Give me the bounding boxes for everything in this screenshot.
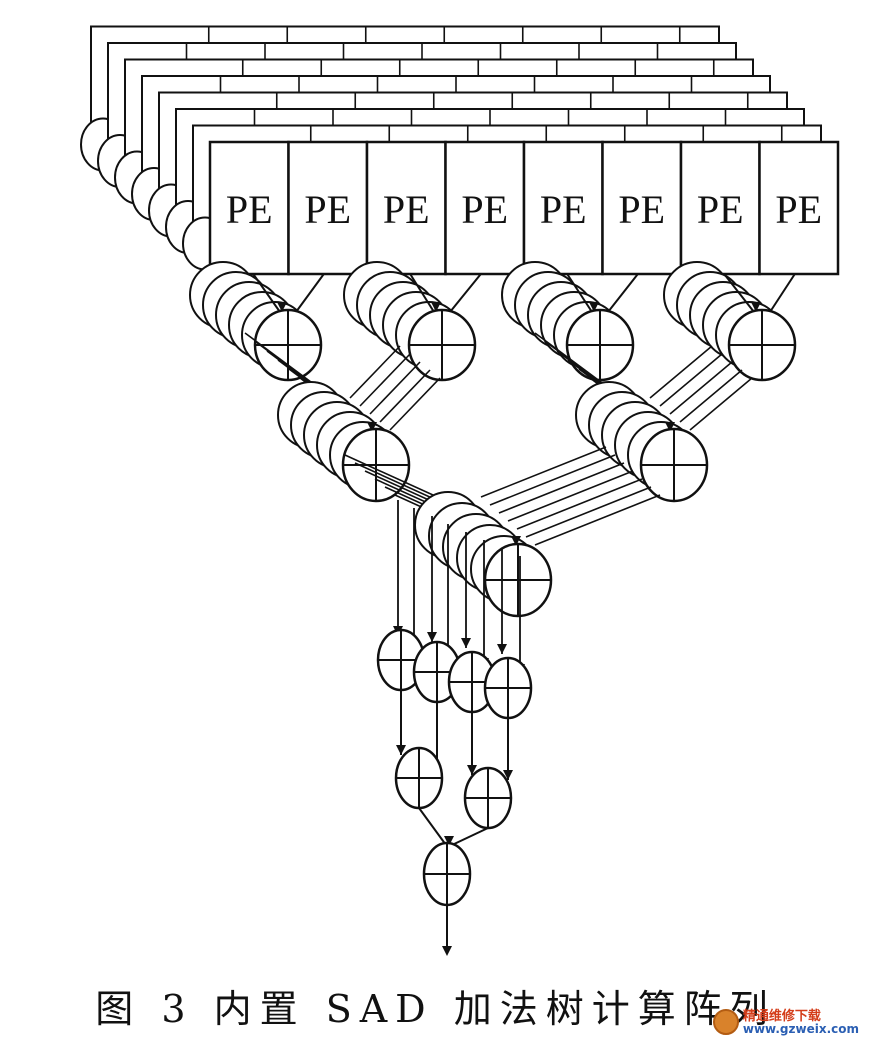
connector-line	[679, 369, 743, 423]
pe-label: PE	[775, 187, 822, 232]
connector-line	[489, 454, 616, 506]
arrowhead-icon	[277, 302, 287, 312]
connector-line	[349, 345, 401, 399]
arrowhead-icon	[511, 536, 521, 546]
pe-cell: PE	[287, 140, 369, 276]
figure-caption: 图 3 内置 SAD 加法树计算阵列	[95, 987, 776, 1031]
connector-line	[451, 827, 489, 846]
adder-final	[422, 841, 472, 907]
pe-array-front: PE PE PE PE PE PE PE PE	[208, 140, 840, 276]
pe-label: PE	[383, 187, 430, 232]
adder-level2	[639, 427, 709, 503]
connector-line	[669, 361, 733, 415]
pe-cell: PE	[365, 140, 447, 276]
connector-line	[723, 273, 755, 313]
pe-label: PE	[461, 187, 508, 232]
pe-box	[365, 140, 447, 276]
watermark-logo-icon	[712, 1009, 739, 1035]
arrowhead-icon	[467, 765, 477, 775]
connector-line	[252, 273, 281, 313]
connector-line	[480, 446, 607, 498]
pe-box	[679, 140, 761, 276]
pe-box	[522, 140, 604, 276]
pe-box	[601, 140, 683, 276]
arrowhead-icon	[431, 302, 441, 312]
pe-label: PE	[540, 187, 587, 232]
output-arrowhead-icon	[442, 946, 452, 956]
pe-box	[758, 140, 840, 276]
pe-label: PE	[618, 187, 665, 232]
arrowhead-icon	[665, 422, 675, 432]
adder-level3	[483, 542, 553, 618]
arrowhead-icon	[497, 644, 507, 654]
connector-line	[418, 807, 447, 846]
pe-cell: PE	[522, 140, 604, 276]
watermark: 精通维修下载 www.gzweix.com	[712, 1008, 859, 1036]
connector-line	[566, 273, 593, 313]
connector-line	[369, 361, 421, 415]
connector-line	[534, 494, 661, 546]
adder-level4	[483, 656, 533, 720]
arrowhead-icon	[367, 422, 377, 432]
pe-cell: PE	[679, 140, 761, 276]
arrowhead-icon	[461, 638, 471, 648]
adder-level1	[565, 308, 635, 382]
pe-cell: PE	[758, 140, 840, 276]
arrowhead-icon	[589, 302, 599, 312]
connector-line	[295, 273, 325, 313]
arrowhead-icon	[503, 770, 513, 780]
watermark-text: 精通维修下载	[742, 1008, 821, 1024]
pe-box	[444, 140, 526, 276]
pe-cell: PE	[208, 140, 290, 276]
adder-level5	[463, 766, 513, 830]
connector-line	[649, 345, 713, 399]
arrowhead-icon	[751, 302, 761, 312]
connector-line	[534, 332, 606, 386]
pe-label: PE	[226, 187, 273, 232]
adder-level1	[253, 308, 323, 382]
connector-line	[449, 273, 482, 313]
pe-cell: PE	[444, 140, 526, 276]
arrowhead-icon	[444, 836, 454, 846]
connector-line	[507, 470, 634, 522]
adder-level1	[407, 308, 477, 382]
connector-line	[389, 377, 441, 431]
connector-line	[516, 478, 643, 530]
connector-line	[498, 462, 625, 514]
connector-line	[607, 273, 639, 313]
connector-line	[409, 273, 435, 313]
connector-line	[659, 353, 723, 407]
pe-label: PE	[697, 187, 744, 232]
adder-level5	[394, 746, 444, 810]
arrowhead-icon	[427, 632, 437, 642]
adder-tree	[189, 261, 797, 956]
pe-box	[287, 140, 369, 276]
pe-label: PE	[304, 187, 351, 232]
connector-line	[359, 353, 411, 407]
connector-line	[689, 377, 753, 431]
watermark-url: www.gzweix.com	[742, 1021, 859, 1036]
connector-line	[379, 369, 431, 423]
arrowhead-icon	[396, 745, 406, 755]
connector-line	[244, 332, 316, 386]
adder-level1	[727, 308, 797, 382]
pe-cell: PE	[601, 140, 683, 276]
connector-line	[769, 273, 796, 313]
connector-line	[525, 486, 652, 538]
